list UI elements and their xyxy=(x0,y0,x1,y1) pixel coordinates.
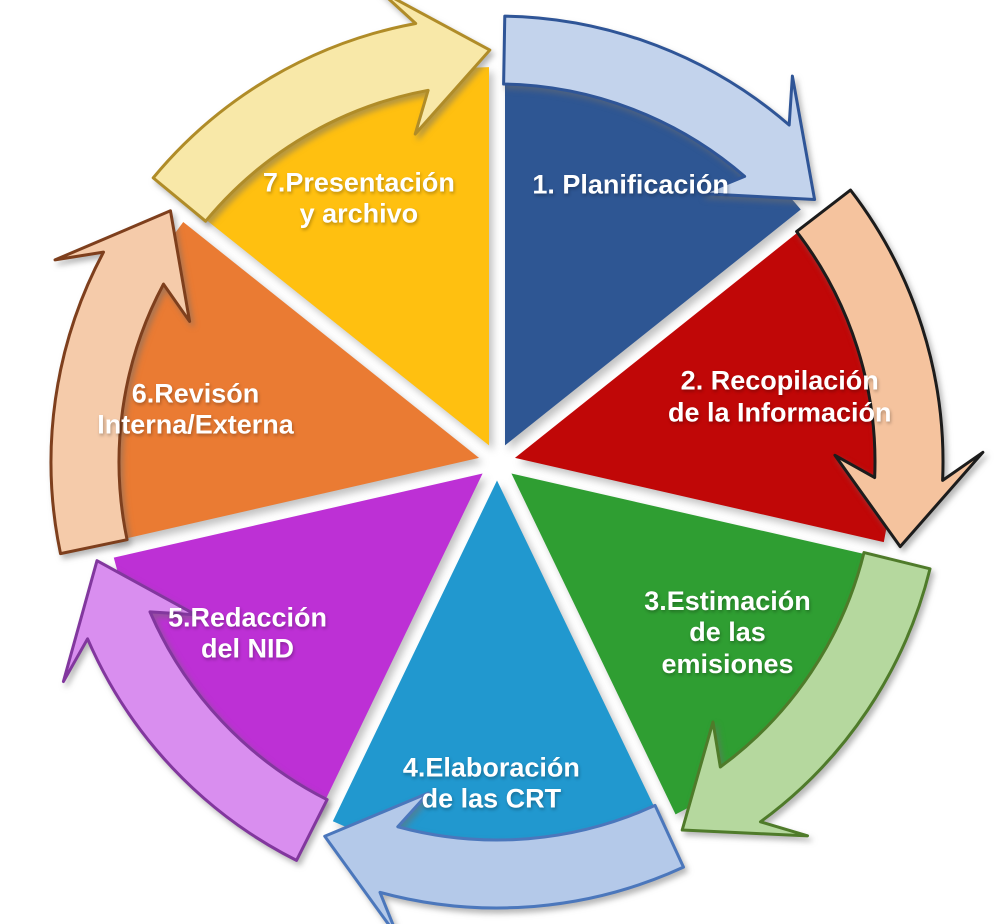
label-line: Interna/Externa xyxy=(97,409,294,440)
segment-4-wedge xyxy=(332,480,662,857)
segment-7-arrow-icon xyxy=(151,0,492,223)
label-line: 7.Presentación xyxy=(262,167,455,198)
label-line: 3.Estimación xyxy=(644,586,811,617)
label-line: 1. Planificación xyxy=(532,168,729,199)
label-line: y archivo xyxy=(299,199,419,230)
arrows-layer xyxy=(49,0,985,924)
segment-2-arrow-icon xyxy=(795,188,985,549)
segment-1-arrow-icon xyxy=(502,14,817,202)
segment-5-wedge xyxy=(113,473,483,815)
wedges-layer xyxy=(101,67,893,857)
label-line: emisiones xyxy=(661,648,794,679)
segment-2-wedge xyxy=(514,222,893,543)
segment-5-arrow-icon xyxy=(61,559,329,862)
segment-6-wedge xyxy=(101,222,480,543)
segment-3-arrow-icon xyxy=(680,551,932,838)
label-line: 4.Elaboración xyxy=(402,752,580,783)
label-line: 5.Redacción xyxy=(167,602,328,633)
label-line: de las xyxy=(689,617,766,648)
segment-1-label: 1. Planificación xyxy=(532,169,729,200)
segment-6-arrow-icon xyxy=(49,209,192,556)
label-line: de la Información xyxy=(667,397,892,428)
label-line: 2. Recopilación xyxy=(680,366,879,397)
label-line: de las CRT xyxy=(421,783,562,814)
segment-4-arrow-icon xyxy=(323,791,685,924)
label-line: del NID xyxy=(200,633,294,664)
segment-3-wedge xyxy=(511,473,881,815)
label-line: 6.Revisón xyxy=(131,378,260,409)
